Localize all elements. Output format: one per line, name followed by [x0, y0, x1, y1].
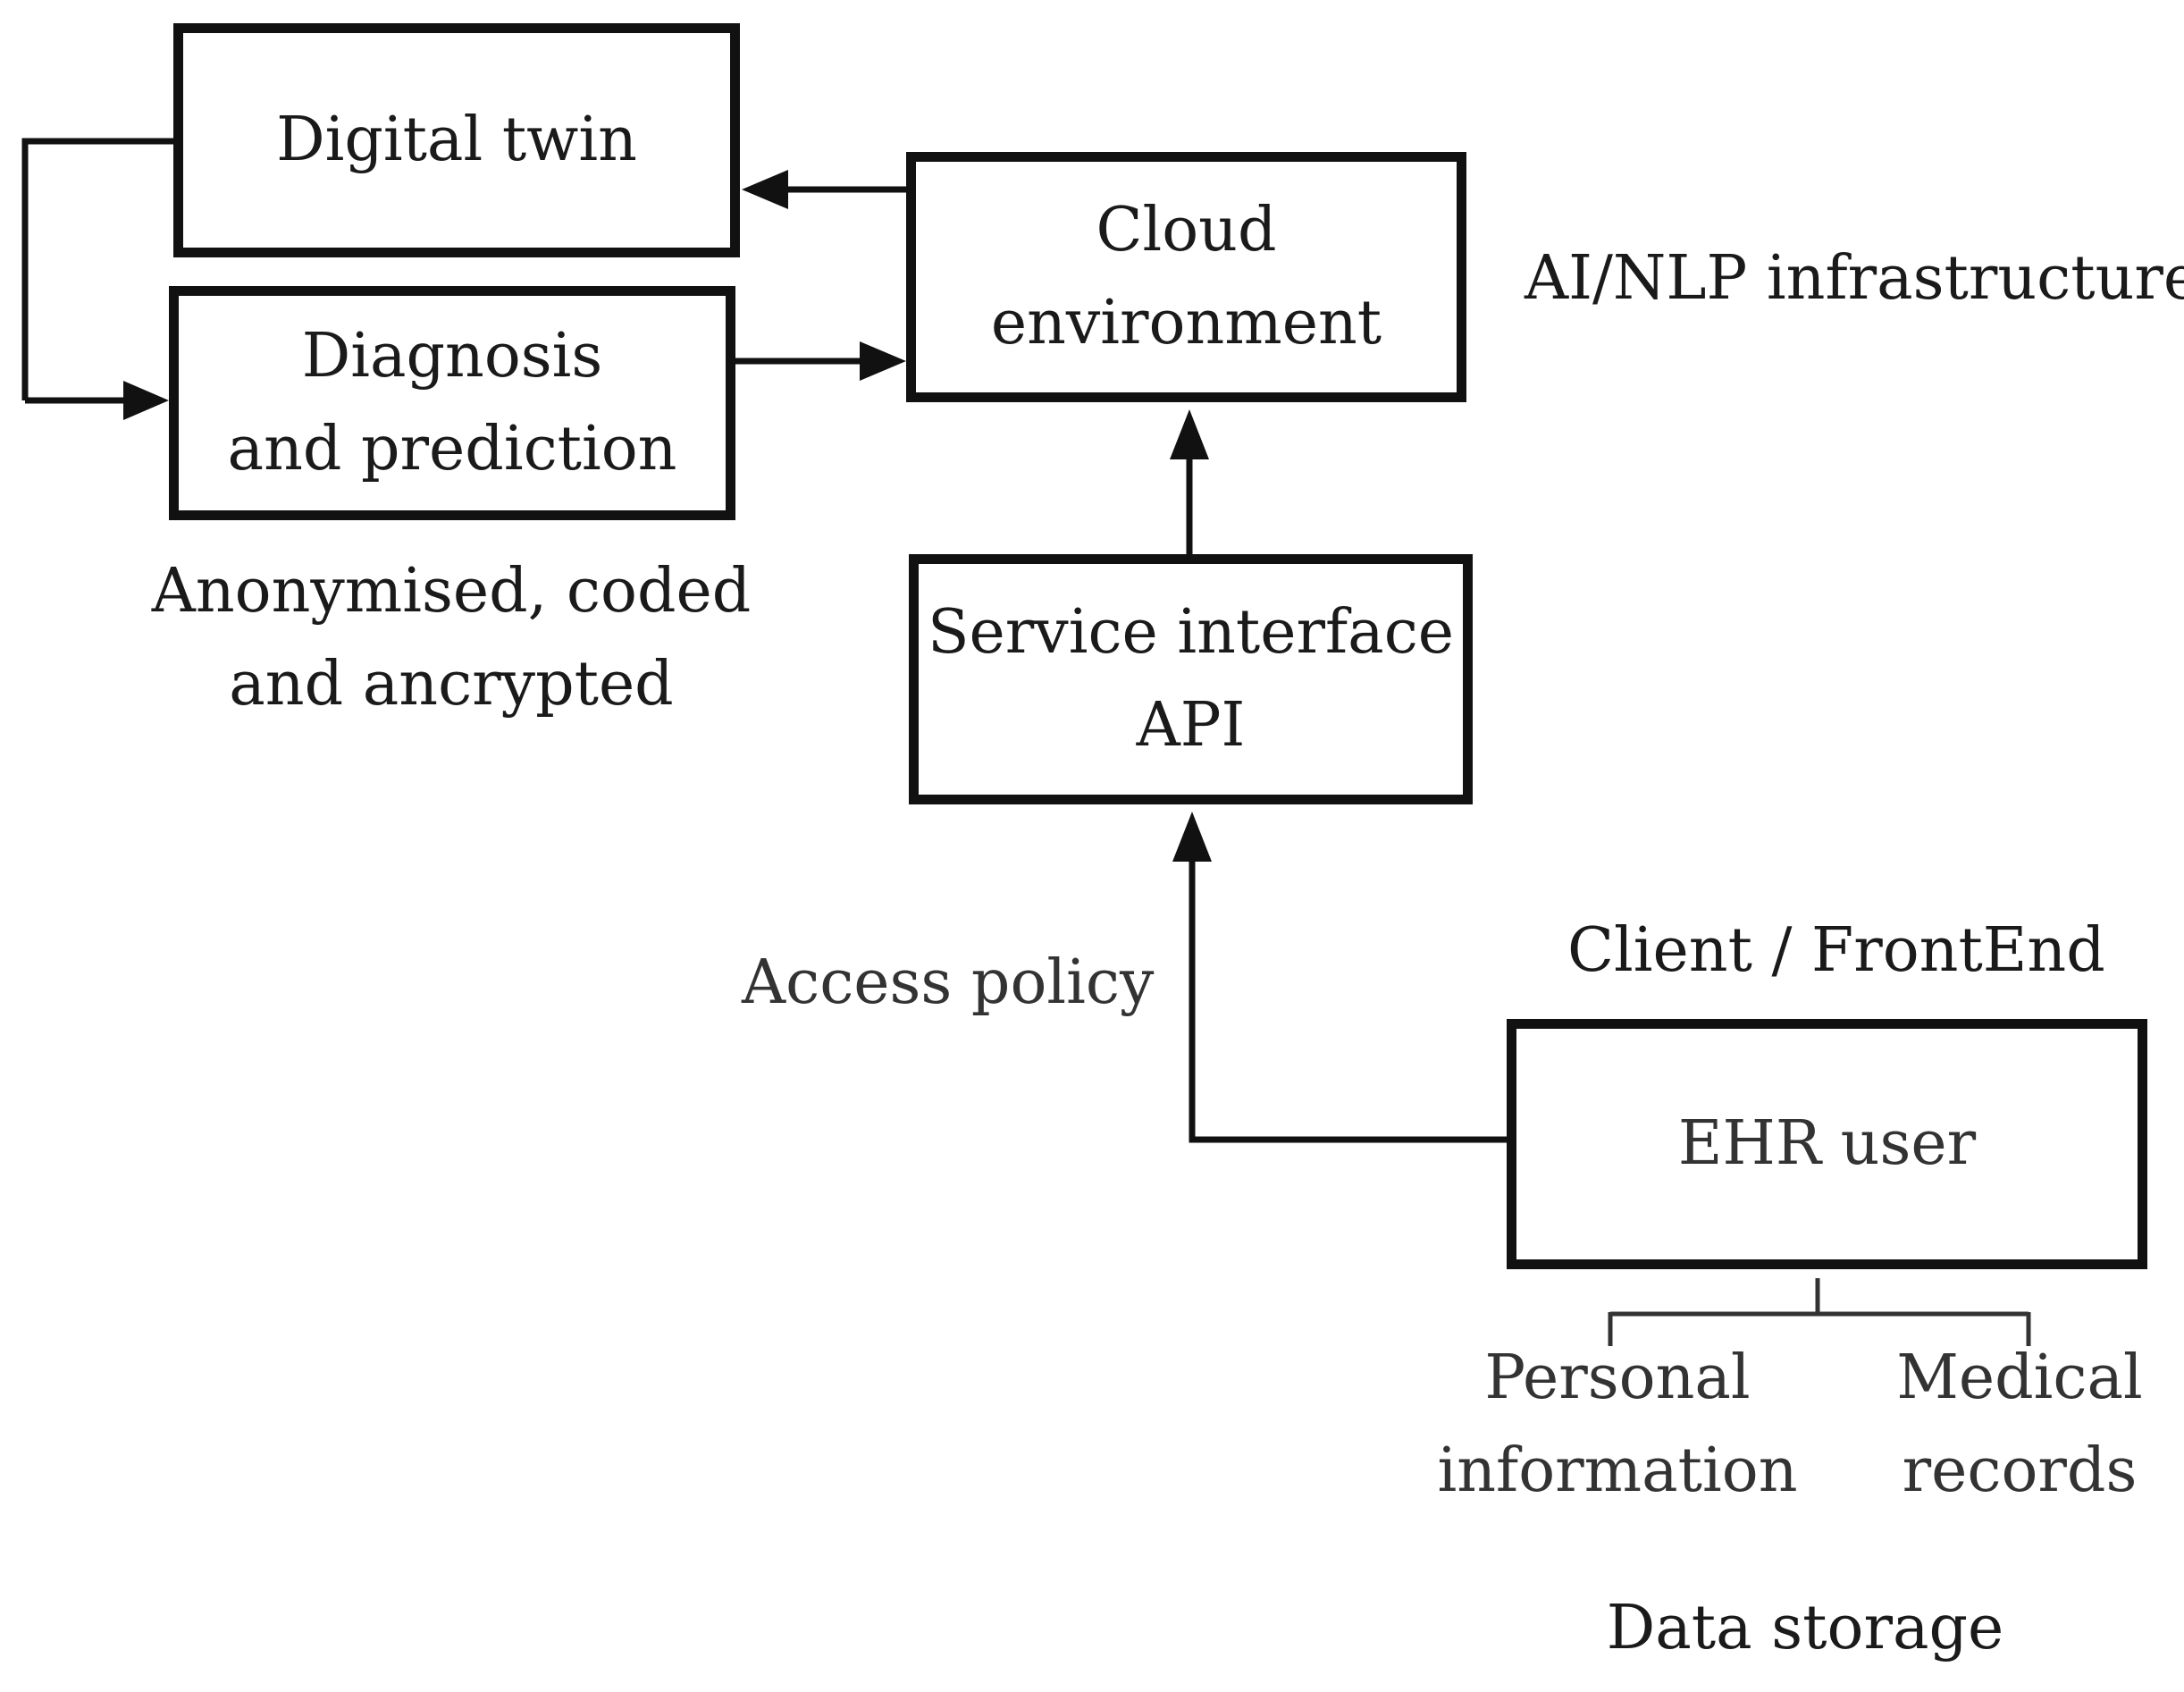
cloud-environment-box: Cloud environment: [906, 152, 1466, 402]
ehr-user-box: EHR user: [1507, 1019, 2147, 1269]
ehr-to-service-arrow: [1172, 812, 1507, 1143]
personal-information-label: Personal information: [1412, 1332, 1823, 1518]
medical-line1: Medical: [1896, 1343, 2143, 1413]
cloud-label-line2: environment: [990, 288, 1382, 358]
diagnosis-prediction-box: Diagnosis and prediction: [169, 286, 735, 520]
medical-line2: records: [1902, 1435, 2138, 1506]
service-label-line2: API: [1136, 690, 1246, 761]
anonymised-note: Anonymised, coded and ancrypted: [134, 545, 769, 731]
ehr-user-label: EHR user: [1677, 1108, 1977, 1179]
cloud-to-digital-twin-arrow: [742, 170, 906, 209]
personal-line2: information: [1437, 1435, 1798, 1506]
digital-twin-box: Digital twin: [173, 23, 740, 257]
ai-nlp-infrastructure-label: AI/NLP infrastructure: [1525, 243, 2184, 314]
client-frontend-label: Client / FrontEnd: [1567, 915, 2105, 986]
data-storage-label: Data storage: [1606, 1593, 2004, 1663]
digital-twin-label: Digital twin: [276, 105, 637, 175]
diagnosis-to-cloud-arrow: [735, 341, 906, 381]
personal-line1: Personal: [1484, 1343, 1751, 1413]
diagnosis-label-line2: and prediction: [227, 414, 677, 484]
loop-arrowhead: [123, 381, 169, 420]
service-interface-box: Service interface API: [909, 554, 1473, 804]
loop-connector: [21, 138, 173, 420]
cloud-label-line1: Cloud: [1096, 195, 1277, 265]
medical-records-label: Medical records: [1868, 1332, 2171, 1518]
anonymised-line2: and ancrypted: [229, 649, 674, 720]
diagnosis-label-line1: Diagnosis: [301, 321, 603, 391]
service-label-line1: Service interface: [927, 597, 1455, 668]
access-policy-label: Access policy: [742, 947, 1155, 1018]
service-to-cloud-arrow: [1170, 409, 1209, 554]
anonymised-line1: Anonymised, coded: [151, 556, 752, 627]
ehr-storage-bracket: [1608, 1278, 2031, 1346]
